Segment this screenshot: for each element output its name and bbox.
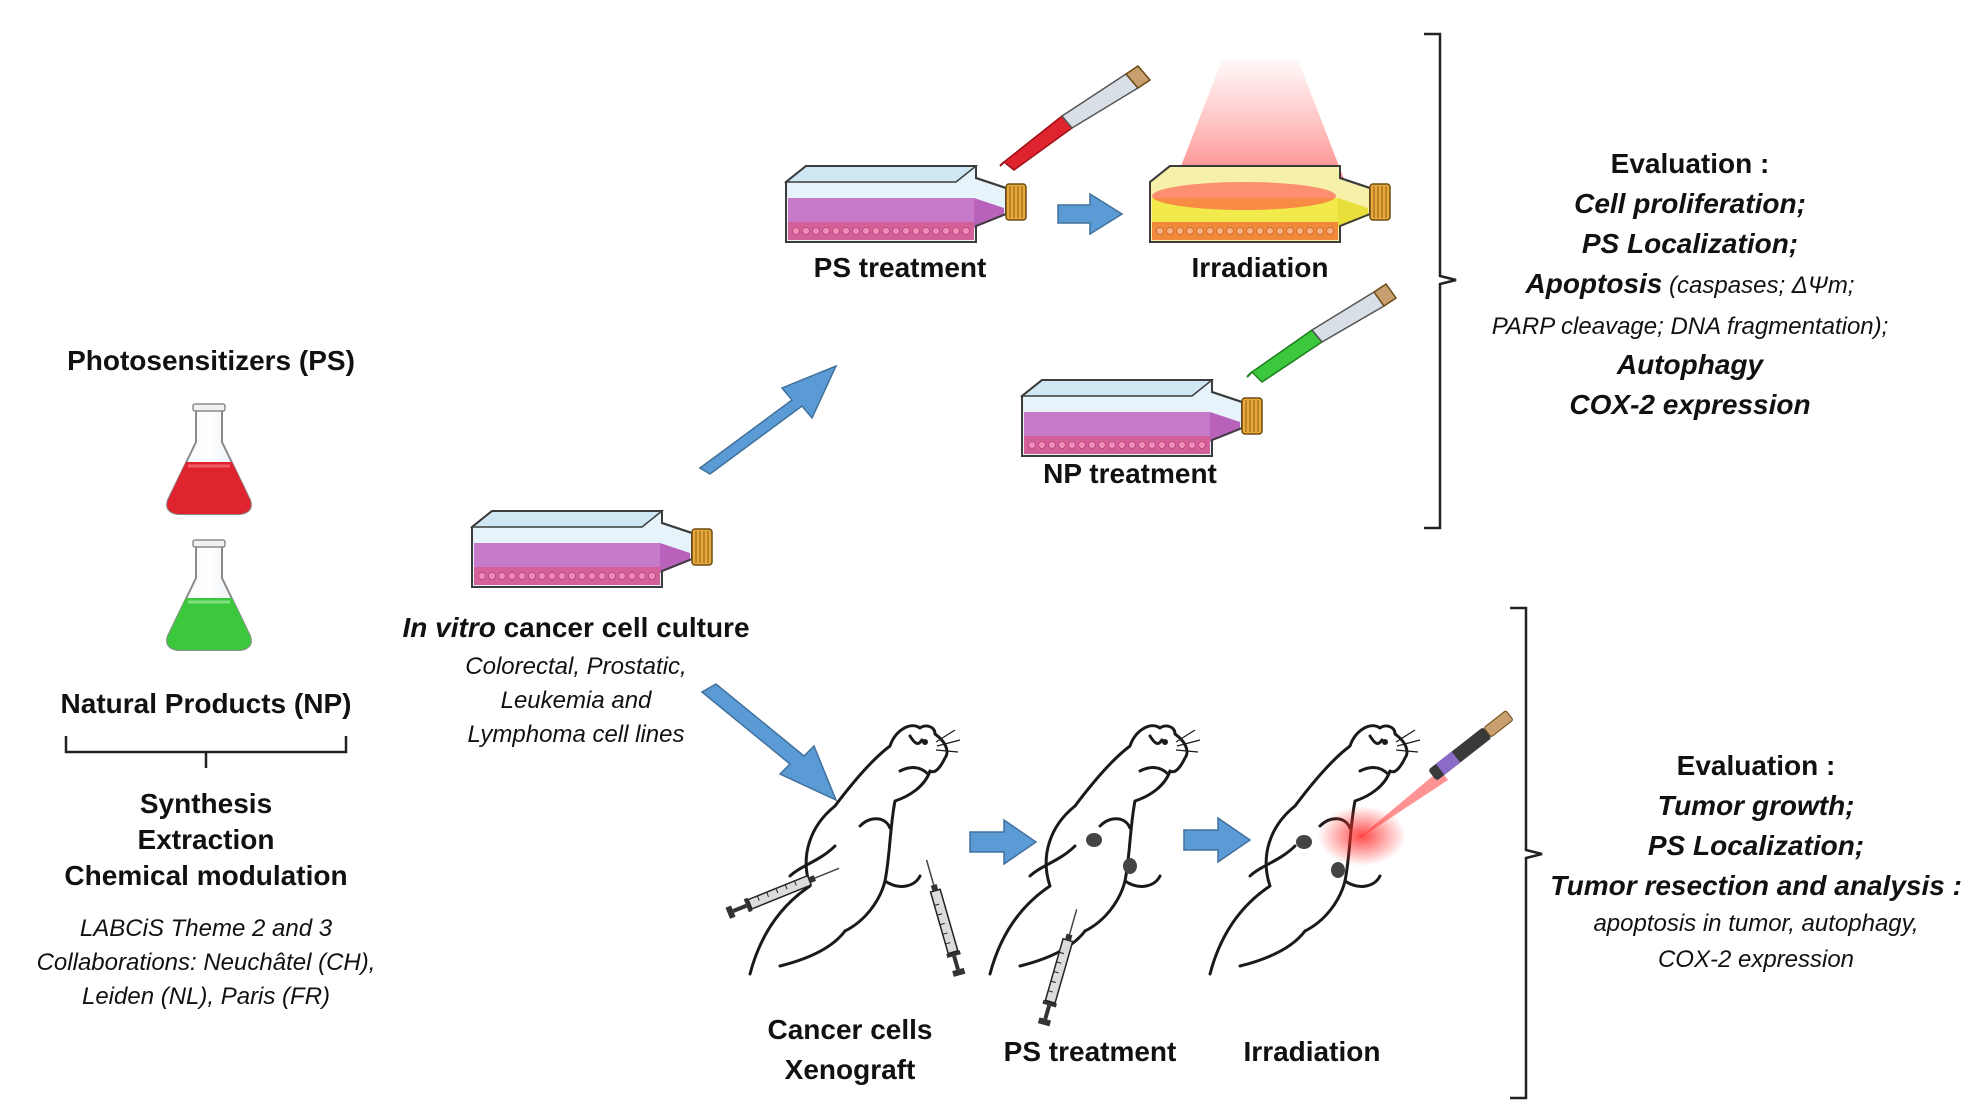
affiliation-labcis: LABCiS Theme 2 and 3 xyxy=(79,915,333,942)
evaluation-top: Evaluation : Cell proliferation; PS Loca… xyxy=(1440,144,1940,425)
photosensitizers-label: Photosensitizers (PS) xyxy=(67,345,355,376)
eval-detail-2: COX-2 expression xyxy=(1657,946,1855,973)
eval-apoptosis: Apoptosis xyxy=(1525,268,1663,299)
in-vitro-irradiation-label: Irradiation xyxy=(1191,252,1329,283)
culture-flask-icon-np xyxy=(1021,379,1263,457)
in-vivo-ps-treatment-label: PS treatment xyxy=(1003,1036,1177,1067)
erlenmeyer-flask-icon-green xyxy=(166,539,252,651)
syringe-icon-ps xyxy=(1036,906,1085,1028)
culture-flask-icon-ps xyxy=(785,165,1027,243)
laser-pen-icon xyxy=(1429,710,1513,780)
culture-title: In vitro cancer cell culture xyxy=(376,612,776,644)
methods-list: Synthesis Extraction Chemical modulation xyxy=(36,786,376,894)
cell-line-3: Lymphoma cell lines xyxy=(467,721,685,748)
erlenmeyer-flask-icon-red xyxy=(166,403,252,515)
bracket-icon-bottom xyxy=(1510,606,1543,1100)
pipette-icon-red xyxy=(999,65,1152,171)
eval-ps-localization: PS Localization; xyxy=(1581,228,1799,259)
method-synthesis: Synthesis xyxy=(139,788,273,819)
in-vivo-irradiation-label: Irradiation xyxy=(1243,1036,1381,1067)
in-vitro-ps-treatment-label: PS treatment xyxy=(813,252,987,283)
syringe-icon-xenograft-2 xyxy=(919,857,968,978)
eval-ps-localization-vivo: PS Localization; xyxy=(1647,830,1865,861)
affiliations-list: LABCiS Theme 2 and 3 Collaborations: Neu… xyxy=(6,912,406,1014)
natural-products-label: Natural Products (NP) xyxy=(60,688,352,719)
affiliation-collaborations: Collaborations: Neuchâtel (CH), xyxy=(36,949,376,976)
xenograft-label: Cancer cells Xenograft xyxy=(740,1010,960,1090)
pipette-icon-green xyxy=(1246,282,1398,383)
np-treatment-label: NP treatment xyxy=(1043,458,1217,489)
mouse-icon-xenograft xyxy=(748,724,962,976)
cell-lines-list: Colorectal, Prostatic, Leukemia and Lymp… xyxy=(426,650,726,752)
eval-apoptosis-line: Apoptosis (caspases; ΔΨm; xyxy=(1440,264,1940,309)
evaluation-bottom-heading: Evaluation : xyxy=(1676,750,1836,781)
bracket-icon-left xyxy=(64,736,348,768)
eval-cell-proliferation: Cell proliferation; xyxy=(1574,188,1806,219)
arrow-ps-to-irradiation-vivo xyxy=(1183,816,1252,864)
eval-detail-1: apoptosis in tumor, autophagy, xyxy=(1593,910,1919,937)
eval-tumor-resection: Tumor resection and analysis : xyxy=(1550,870,1962,901)
xenograft-line-2: Xenograft xyxy=(784,1054,916,1085)
evaluation-top-heading: Evaluation : xyxy=(1610,148,1770,179)
arrow-xenograft-to-ps xyxy=(969,818,1038,866)
eval-apoptosis-detail: (caspases; ΔΨm; xyxy=(1662,272,1855,299)
culture-title-italic: In vitro xyxy=(402,612,496,643)
method-extraction: Extraction xyxy=(137,824,275,855)
eval-tumor-growth: Tumor growth; xyxy=(1657,790,1855,821)
culture-title-rest: cancer cell culture xyxy=(495,612,750,643)
culture-flask-icon-start xyxy=(471,510,713,588)
eval-cox2: COX-2 expression xyxy=(1569,389,1811,420)
arrow-ps-to-irradiation xyxy=(1057,192,1124,236)
evaluation-bottom: Evaluation : Tumor growth; PS Localizati… xyxy=(1526,746,1982,978)
arrow-to-in-vivo xyxy=(700,683,838,802)
cell-line-1: Colorectal, Prostatic, xyxy=(465,653,687,680)
xenograft-line-1: Cancer cells xyxy=(767,1014,933,1045)
eval-autophagy: Autophagy xyxy=(1616,349,1764,380)
affiliation-cities: Leiden (NL), Paris (FR) xyxy=(81,983,331,1010)
arrow-to-in-vitro xyxy=(698,364,838,475)
cell-line-2: Leukemia and xyxy=(500,687,652,714)
bracket-icon-top xyxy=(1424,32,1457,530)
eval-apoptosis-detail-2: PARP cleavage; DNA fragmentation); xyxy=(1491,313,1889,340)
method-chemical-modulation: Chemical modulation xyxy=(64,860,348,891)
